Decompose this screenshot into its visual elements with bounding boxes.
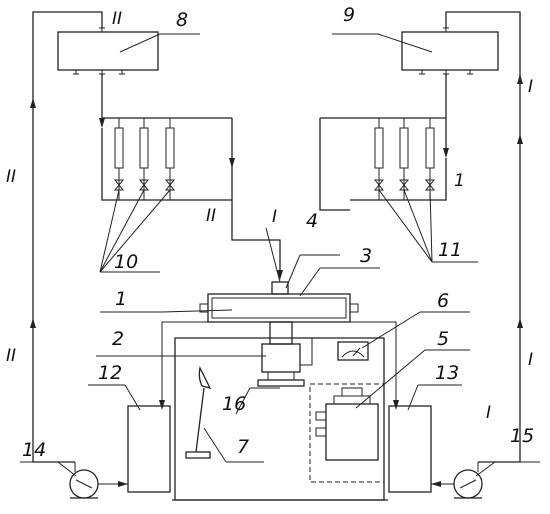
- circuit-marker-i-right-lower: I: [528, 350, 533, 370]
- tank-12: [127, 321, 208, 493]
- label-13: 13: [435, 362, 459, 384]
- machine-frame: [172, 337, 388, 501]
- label-6: 6: [437, 290, 449, 312]
- circuit-marker-ii-left-upper: II: [6, 167, 16, 187]
- pump-14: [69, 462, 128, 499]
- label-14: 14: [22, 439, 46, 461]
- circuit-marker-i-pump: I: [486, 403, 491, 423]
- label-15: 15: [510, 425, 534, 447]
- label-2: 2: [112, 328, 124, 350]
- label-7: 7: [237, 436, 249, 458]
- circuit-marker-i-center: I: [272, 207, 277, 227]
- circuit-marker-1-flowmeters: 1: [454, 171, 465, 191]
- circuit-marker-ii-top-left: II: [112, 9, 122, 29]
- label-9: 9: [343, 4, 355, 26]
- label-1: 1: [115, 288, 127, 310]
- flowmeter-block-11: [320, 117, 478, 263]
- circuit-marker-ii-left-lower: II: [6, 346, 16, 366]
- label-16: 16: [222, 393, 246, 415]
- label-12: 12: [98, 362, 122, 384]
- label-11: 11: [438, 239, 462, 261]
- tank-8: [57, 27, 159, 75]
- tank-9: [401, 27, 499, 75]
- label-8: 8: [176, 9, 188, 31]
- label-3: 3: [360, 245, 372, 267]
- label-10: 10: [114, 251, 138, 273]
- circuit-marker-ii-center: II: [206, 206, 216, 226]
- label-4: 4: [306, 210, 318, 232]
- machine-head: [199, 281, 359, 387]
- label-5: 5: [437, 328, 449, 350]
- circuit-marker-i-right-upper: I: [528, 77, 533, 97]
- leader-lines: [20, 33, 540, 477]
- circuit-i-pipes: [319, 11, 523, 463]
- pump-15: [431, 462, 483, 499]
- flowmeter-block-10: [99, 117, 232, 273]
- nozzle-7: [185, 366, 212, 459]
